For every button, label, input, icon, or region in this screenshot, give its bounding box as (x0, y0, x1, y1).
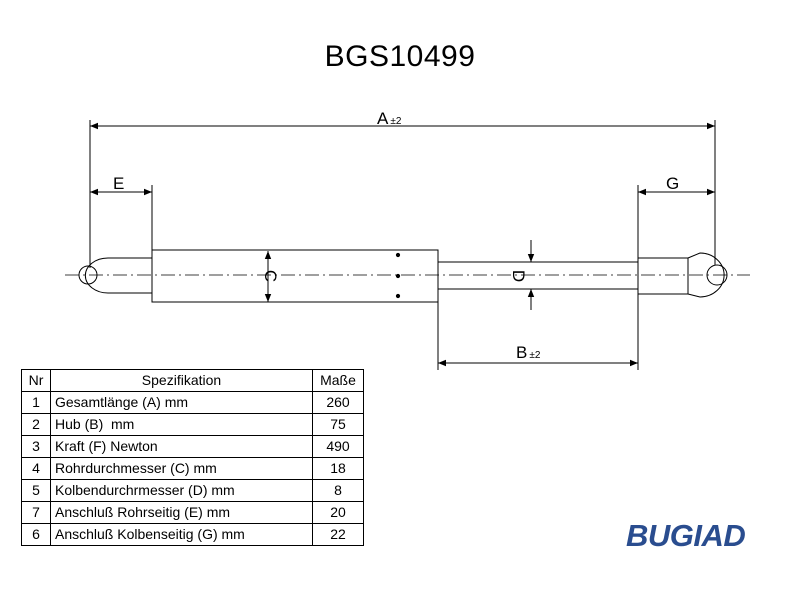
row-value: 490 (312, 435, 364, 458)
label-e: E (113, 174, 124, 193)
row-nr: 6 (21, 523, 51, 546)
row-spec: Anschluß Rohrseitig (E) mm (50, 501, 313, 524)
header-value: Maße (312, 369, 364, 392)
piston-rod (437, 261, 639, 290)
header-spec: Spezifikation (50, 369, 313, 392)
row-nr: 7 (21, 501, 51, 524)
row-spec: Kolbendurchrmesser (D) mm (50, 479, 313, 502)
label-d: D (509, 270, 528, 282)
row-value: 22 (312, 523, 364, 546)
left-eye-connector (84, 257, 152, 294)
row-spec: Kraft (F) Newton (50, 435, 313, 458)
row-spec: Rohrdurchmesser (C) mm (50, 457, 313, 480)
table-row: 3 Kraft (F) Newton 490 (21, 435, 364, 458)
rod-end-fitting (637, 257, 689, 295)
row-value: 260 (312, 391, 364, 414)
table-row: 7 Anschluß Rohrseitig (E) mm 20 (21, 501, 364, 524)
header-nr: Nr (21, 369, 51, 392)
row-nr: 3 (21, 435, 51, 458)
table-row: 6 Anschluß Kolbenseitig (G) mm 22 (21, 523, 364, 546)
cylinder-body (151, 249, 439, 303)
row-nr: 2 (21, 413, 51, 436)
table-row: 5 Kolbendurchrmesser (D) mm 8 (21, 479, 364, 502)
row-value: 18 (312, 457, 364, 480)
label-g: G (666, 174, 679, 193)
brand-logo: BUGIAD (626, 518, 746, 553)
table-row: 2 Hub (B) mm 75 (21, 413, 364, 436)
table-row: 4 Rohrdurchmesser (C) mm 18 (21, 457, 364, 480)
specification-table: Nr Spezifikation Maße 1 Gesamtlänge (A) … (21, 369, 364, 546)
row-value: 8 (312, 479, 364, 502)
row-nr: 5 (21, 479, 51, 502)
table-row: 1 Gesamtlänge (A) mm 260 (21, 391, 364, 414)
row-spec: Hub (B) mm (50, 413, 313, 436)
row-nr: 1 (21, 391, 51, 414)
label-a: A±2 (377, 109, 402, 128)
label-c: C (261, 270, 280, 282)
row-spec: Anschluß Kolbenseitig (G) mm (50, 523, 313, 546)
row-value: 75 (312, 413, 364, 436)
table-header-row: Nr Spezifikation Maße (21, 369, 364, 392)
row-spec: Gesamtlänge (A) mm (50, 391, 313, 414)
row-value: 20 (312, 501, 364, 524)
part-number-title: BGS10499 (324, 40, 476, 73)
row-nr: 4 (21, 457, 51, 480)
label-b: B±2 (516, 343, 541, 362)
